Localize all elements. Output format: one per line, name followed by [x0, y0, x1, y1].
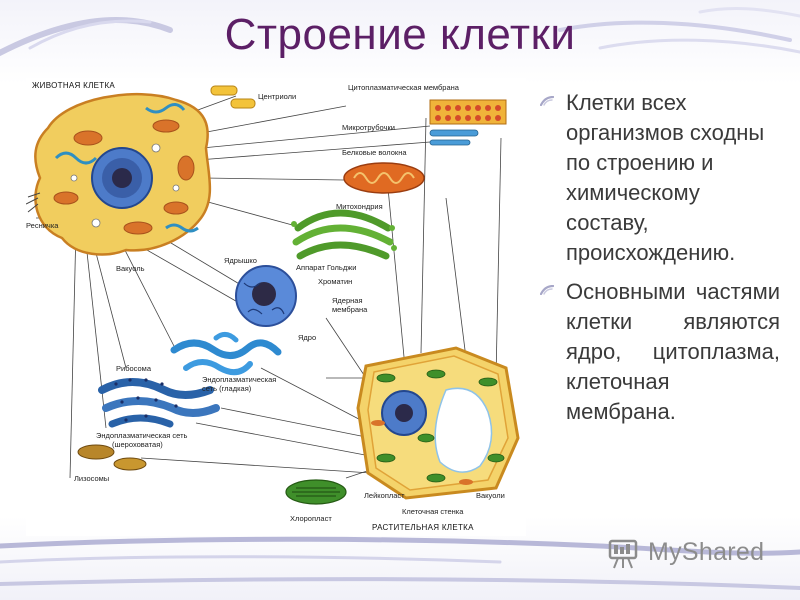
centriole-organelle — [210, 85, 256, 109]
bullet-swoosh-icon — [540, 285, 554, 296]
bullet-item: Основными частями клетки являются ядро, … — [540, 277, 780, 427]
label-nucleolus: Ядрышко — [224, 256, 257, 265]
bullet-swoosh-icon — [540, 96, 554, 106]
label-nuclear-membrane-1: Ядерная — [332, 296, 363, 305]
slide-title: Строение клетки — [224, 10, 576, 59]
smooth-er-organelle — [170, 332, 282, 376]
nucleus-organelle — [235, 265, 297, 327]
label-plant-cell: РАСТИТЕЛЬНАЯ КЛЕТКА — [372, 523, 474, 532]
label-chromatin: Хроматин — [318, 277, 352, 286]
label-rough-er-2: (шероховатая) — [112, 440, 163, 449]
connector-lines — [36, 95, 502, 499]
mitochondrion-organelle — [343, 162, 425, 194]
bullet-list: Клетки всех организмов сходны по строени… — [540, 88, 780, 427]
label-protein-fibers: Белковые волокна — [342, 148, 407, 157]
label-microtubules: Микротрубочки — [342, 123, 395, 132]
bullet-item: Клетки всех организмов сходны по строени… — [540, 88, 780, 267]
chloroplast-organelle — [285, 479, 347, 505]
label-animal-cell: ЖИВОТНАЯ КЛЕТКА — [32, 81, 115, 90]
label-mitochondria: Митохондрия — [336, 202, 383, 211]
bottom-swoosh-decoration — [0, 536, 800, 590]
cell-diagram-svg: ЖИВОТНАЯ КЛЕТКА Центриоли Цитоплазматиче… — [26, 81, 520, 532]
plant-cell — [356, 346, 520, 500]
label-rough-er-1: Эндоплазматическая сеть — [96, 431, 188, 440]
microtubule-organelle — [429, 129, 479, 146]
label-leucoplast: Лейкопласт — [364, 491, 405, 500]
label-nucleus: Ядро — [298, 333, 316, 342]
label-nuclear-membrane-2: мембрана — [332, 305, 368, 314]
top-swoosh-decoration — [0, 7, 800, 57]
animal-cell — [26, 92, 212, 256]
label-vacuoles: Вакуоли — [476, 491, 505, 500]
rough-er-organelle — [98, 378, 220, 428]
golgi-organelle — [291, 209, 397, 260]
projector-icon — [608, 539, 638, 569]
label-cell-wall: Клеточная стенка — [402, 507, 464, 516]
label-centrioles: Центриоли — [258, 92, 296, 101]
label-lysosomes: Лизосомы — [74, 474, 109, 483]
lysosome-organelle — [77, 444, 147, 471]
cell-structure-diagram: ЖИВОТНАЯ КЛЕТКА Центриоли Цитоплазматиче… — [26, 78, 526, 536]
label-chloroplast: Хлоропласт — [290, 514, 332, 523]
bullet-text: Основными частями клетки являются ядро, … — [566, 279, 780, 425]
membrane-organelle — [429, 99, 507, 125]
myshared-watermark[interactable]: MyShared — [608, 536, 778, 572]
label-smooth-er-1: Эндоплазматическая — [202, 375, 276, 384]
label-smooth-er-2: сеть (гладкая) — [202, 384, 252, 393]
label-golgi: Аппарат Гольджи — [296, 263, 356, 272]
label-cilium: Ресничка — [26, 221, 59, 230]
label-vacuole: Вакуоль — [116, 264, 145, 273]
label-cytoplasmic-membrane: Цитоплазматическая мембрана — [348, 83, 460, 92]
bullet-text: Клетки всех организмов сходны по строени… — [566, 90, 765, 265]
label-ribosome: Рибосома — [116, 364, 152, 373]
watermark-text: MyShared — [648, 538, 765, 566]
